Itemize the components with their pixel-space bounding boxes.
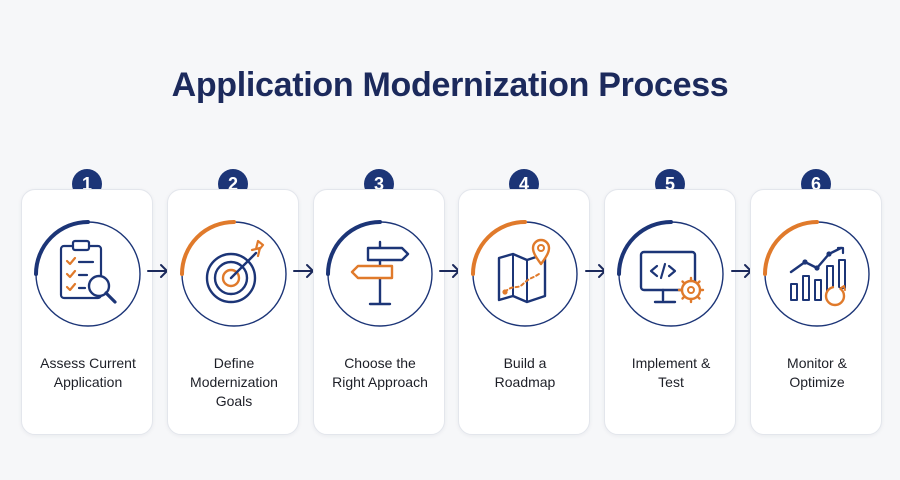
step-label: Define Modernization Goals bbox=[190, 355, 278, 409]
step-card-assess: Assess Current Application bbox=[21, 189, 153, 435]
step-label: Build a Roadmap bbox=[494, 355, 556, 390]
step-label: Assess Current Application bbox=[40, 355, 136, 390]
signpost-icon bbox=[320, 214, 440, 334]
chart-refresh-icon bbox=[757, 214, 877, 334]
step-card-define: Define Modernization Goals bbox=[167, 189, 299, 435]
step-label: Monitor & Optimize bbox=[787, 355, 847, 390]
step-card-monitor: Monitor & Optimize bbox=[750, 189, 882, 435]
page-title: Application Modernization Process bbox=[171, 66, 729, 104]
monitor-code-gear-icon bbox=[611, 214, 731, 334]
step-card-choose: Choose the Right Approach bbox=[313, 189, 445, 435]
roadmap-pin-icon bbox=[465, 214, 585, 334]
step-label: Choose the Right Approach bbox=[332, 355, 428, 390]
step-card-implement: Implement & Test bbox=[604, 189, 736, 435]
step-label: Implement & Test bbox=[631, 355, 711, 390]
clipboard-magnifier-icon bbox=[28, 214, 148, 334]
step-card-roadmap: Build a Roadmap bbox=[458, 189, 590, 435]
target-arrow-icon bbox=[174, 214, 294, 334]
